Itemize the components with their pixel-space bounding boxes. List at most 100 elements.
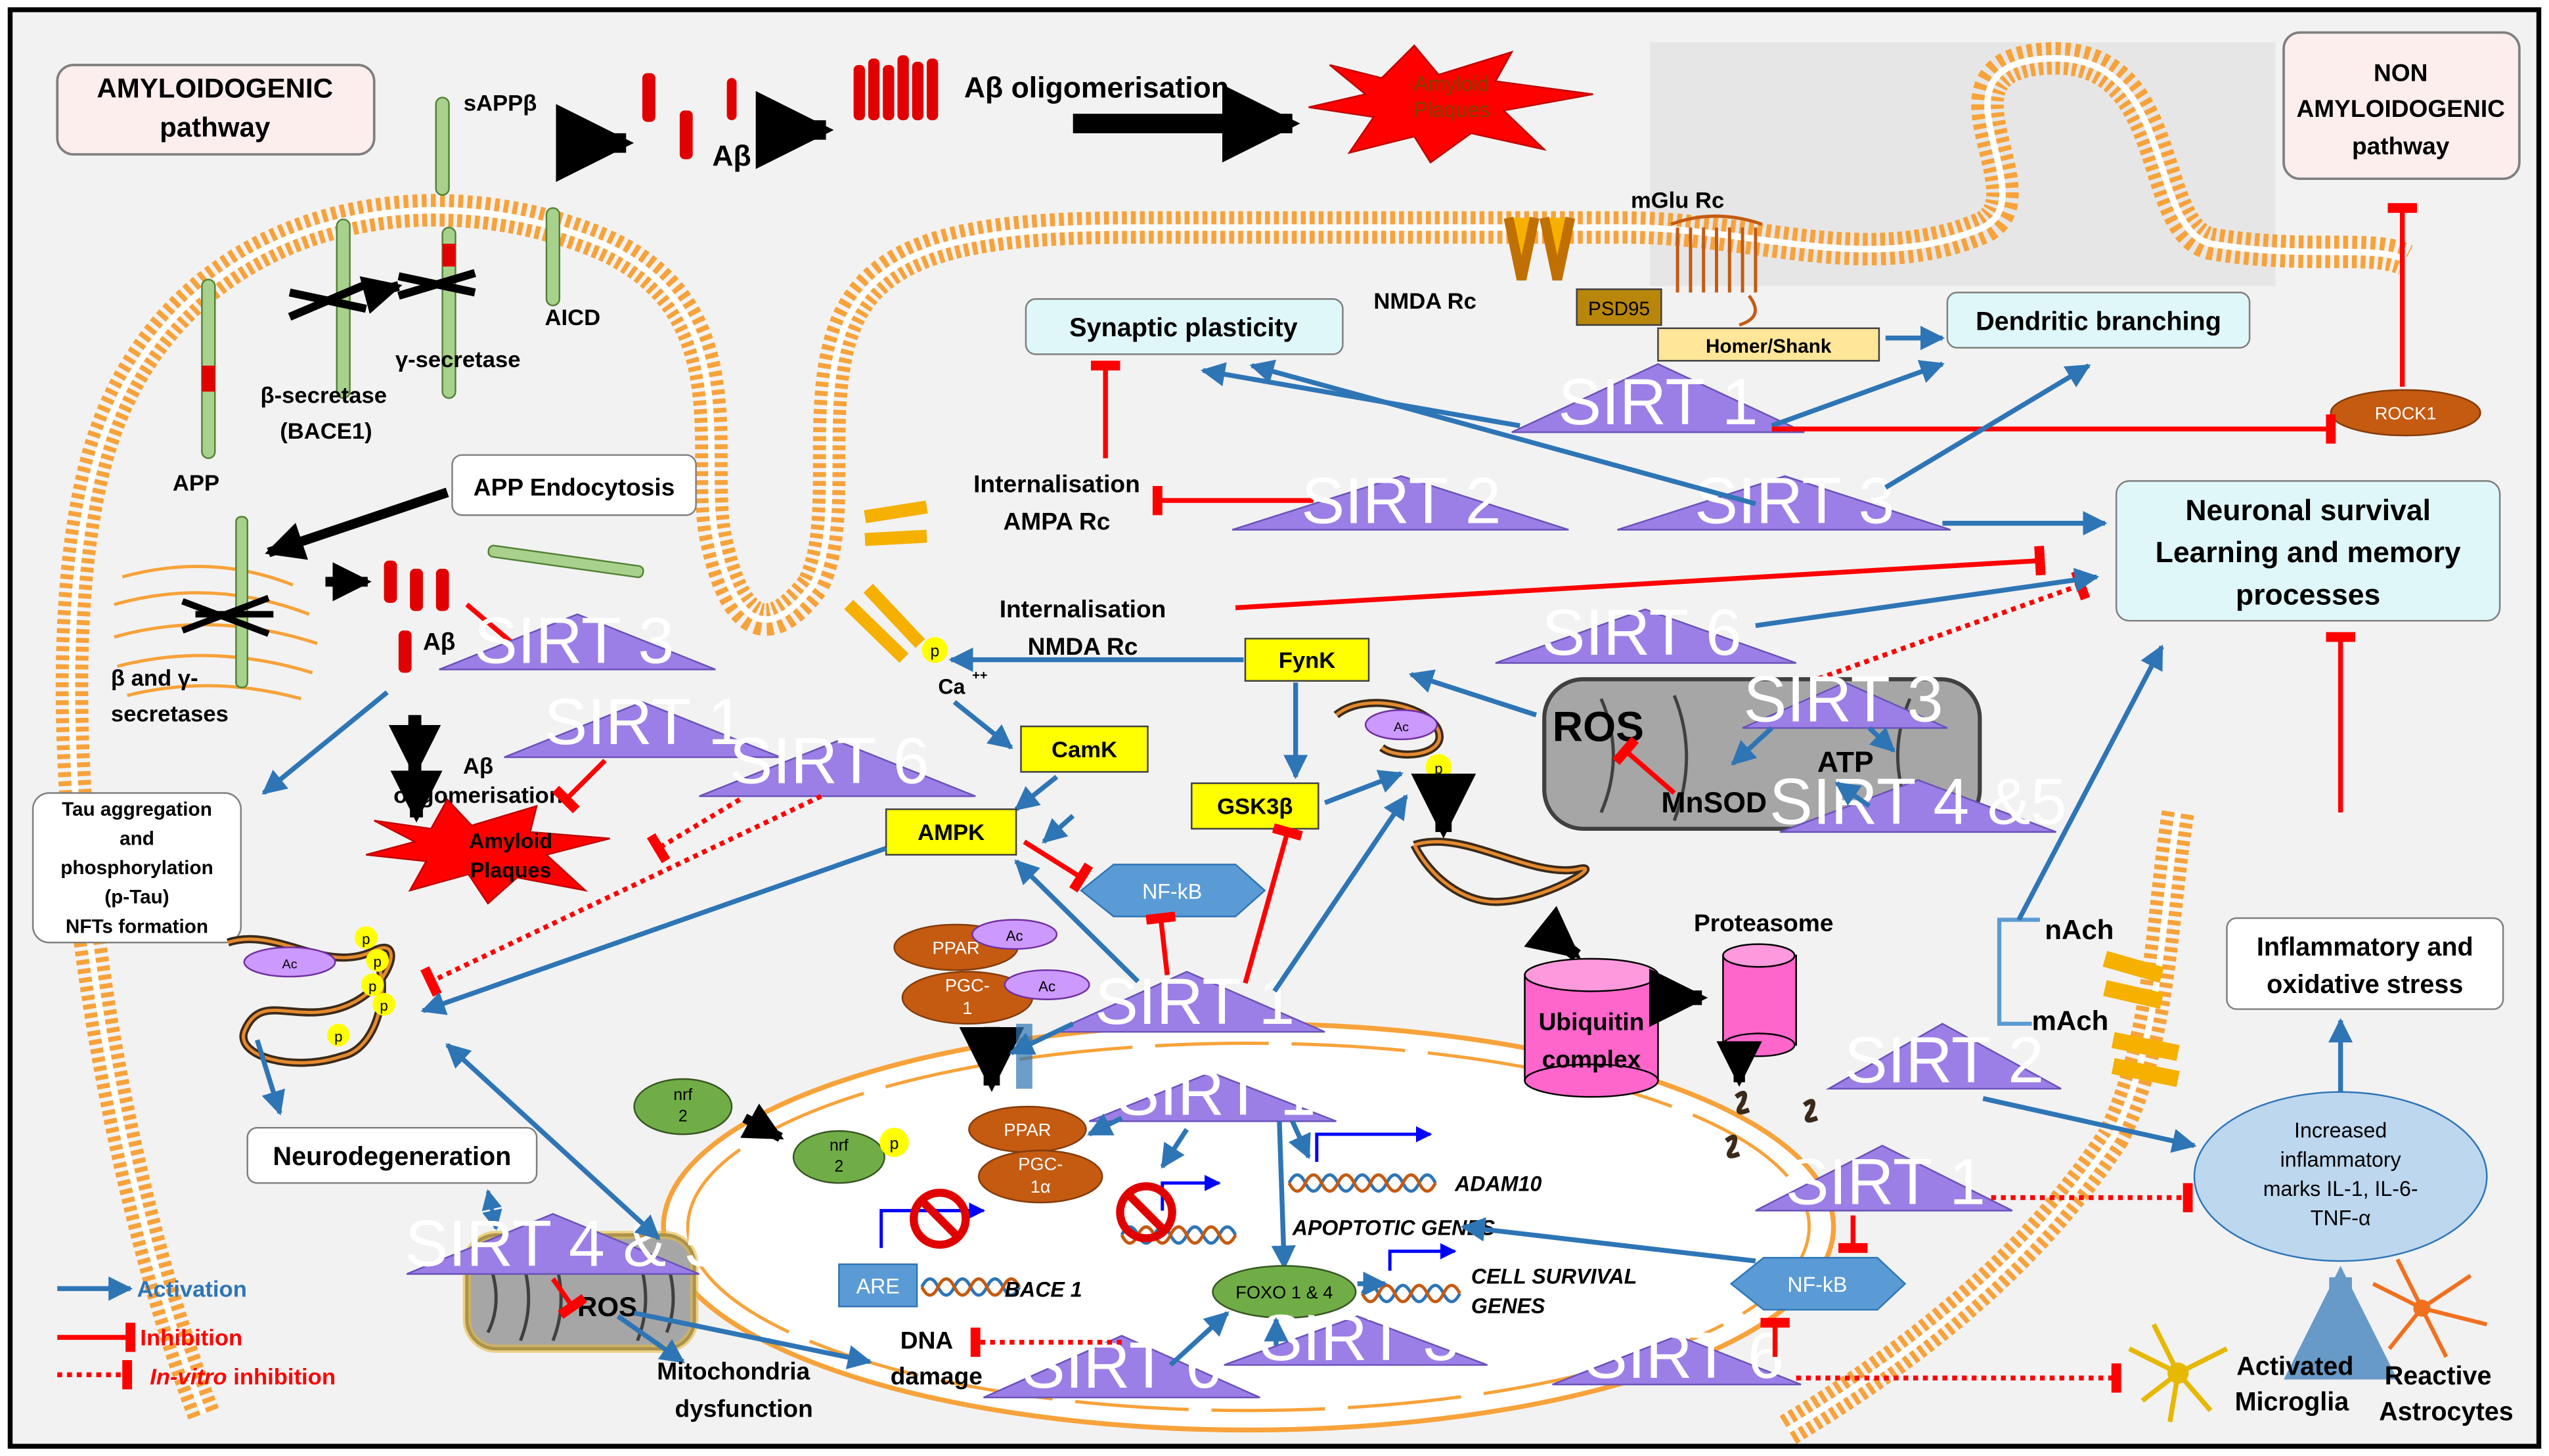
sirt6-plaques: SIRT 6 — [699, 724, 976, 797]
sirt45-label: SIRT 4 &5 — [1769, 764, 2067, 837]
are-box: ARE — [838, 1263, 918, 1308]
pgc1-cyto-line-2: 1 — [962, 998, 972, 1018]
homer-shank-box: Homer/Shank — [1657, 327, 1880, 362]
ampk-box: AMPK — [885, 808, 1017, 856]
legend-inhibition-label: Inhibition — [140, 1326, 242, 1351]
nrf2-cyto-line-1: nrf — [673, 1086, 692, 1104]
endosome-golgi-icon — [114, 565, 318, 701]
pgc1a-nuc-line-1: PGC- — [1018, 1154, 1063, 1174]
nfkb-middle: NF-kB — [1080, 864, 1266, 917]
plaques-inner-line-2: Plaques — [470, 858, 551, 882]
nfkb-middle-label: NF-kB — [1142, 879, 1202, 903]
nucleus — [661, 1021, 1836, 1433]
legend: Activation Inhibition In-vitro inhibitio… — [57, 1276, 336, 1390]
ppar-ac-label: Ac — [1006, 928, 1023, 944]
tau-line-4: (p-Tau) — [104, 887, 169, 908]
nrf2-p-label: p — [890, 1135, 899, 1153]
ppar-nuc-label: PPAR — [1004, 1120, 1051, 1140]
pgc1a-nuc-line-2: 1α — [1031, 1176, 1051, 1197]
aicd-label: AICD — [545, 305, 601, 330]
psd95-box: PSD95 — [1576, 288, 1662, 326]
int-ampa-line-2: AMPA Rc — [1003, 508, 1110, 535]
microglia-icon — [2128, 1323, 2228, 1423]
plaques-inner-line-1: Amyloid — [469, 829, 552, 853]
sirt1-plaques: SIRT 1 — [504, 685, 781, 759]
gsk3b-box: GSK3β — [1191, 782, 1319, 830]
nfkb-right: NF-kB — [1729, 1256, 1907, 1311]
tau-deg-ac-label: Ac — [1394, 720, 1409, 734]
sirt6-top-label: SIRT 6 — [1541, 596, 1741, 669]
sirt3-abeta: SIRT 3 — [439, 604, 716, 677]
nrf2-nuc-line-2: 2 — [834, 1158, 843, 1176]
nrf2-nuc-line-1: nrf — [830, 1137, 849, 1155]
sirt1-right-label: SIRT 1 — [1786, 1145, 1985, 1218]
sirt1-central: SIRT 1 — [1053, 965, 1325, 1038]
legend-invitro-text: In-vitro inhibition — [150, 1365, 336, 1390]
plaques-top-line-1: Amyloid — [1414, 72, 1489, 96]
app-membrane-proteins: β-secretase (BACE1) γ-secretase AICD APP — [173, 207, 601, 496]
neuronal-survival-box: Neuronal survival Learning and memory pr… — [2115, 480, 2501, 622]
app-label: APP — [173, 471, 219, 496]
microglia-line-1: Activated — [2236, 1352, 2353, 1380]
atp-label: ATP — [1817, 746, 1874, 778]
no-sign-icon-2 — [1116, 1182, 1176, 1243]
ach-receptors-icon — [2102, 950, 2180, 1088]
foxo-label: FOXO 1 & 4 — [1235, 1282, 1333, 1302]
microglia-line-2: Microglia — [2235, 1388, 2350, 1417]
inflam-marks-line-1: Increased — [2294, 1118, 2387, 1142]
tau-line-1: Tau aggregation — [62, 799, 212, 820]
mito-dysfunction-line-2: dysfunction — [675, 1395, 812, 1423]
psd95-label: PSD95 — [1588, 298, 1650, 320]
dendritic-branching-box: Dendritic branching — [1946, 292, 2251, 349]
beta-secretase-line-1: β-secretase — [261, 384, 387, 408]
tau-tangle-icon: Ac p p p p p — [227, 926, 395, 1067]
sirt1-nucleus: SIRT 1 — [1088, 1055, 1337, 1128]
ppar-pgc1a-nucleus: PPAR PGC- 1α — [968, 1105, 1103, 1204]
sirt3-mito: SIRT 3 — [1742, 663, 1948, 736]
plaques-top-line-2: Plaques — [1413, 98, 1490, 121]
proteasome-label: Proteasome — [1694, 909, 1833, 937]
dna-damage-line-2: damage — [891, 1362, 983, 1390]
beta-secretase-line-2: (BACE1) — [280, 419, 372, 444]
nrf2-cyto-line-2: 2 — [678, 1107, 688, 1125]
sirt6-plaques-label: SIRT 6 — [729, 724, 929, 797]
amyloidogenic-title-line-2: pathway — [160, 112, 271, 143]
adam10-gene-label: ADAM10 — [1454, 1172, 1541, 1196]
mglu-receptor-icon — [1670, 214, 1763, 327]
non-amyloidogenic-line-3: pathway — [2352, 132, 2450, 160]
ubiquitin-line-1: Ubiquitin — [1539, 1008, 1645, 1036]
pgc1-cyto-line-1: PGC- — [945, 975, 990, 995]
camk-label: CamK — [1052, 738, 1117, 762]
sirt2-right: SIRT 2 — [1825, 1023, 2062, 1096]
nrf2-cytoplasm: nrf 2 — [633, 1078, 733, 1136]
bg-secretases-line-2: secretases — [111, 702, 229, 727]
tau-line-5: NFTs formation — [66, 916, 208, 937]
nmda-p-label: p — [930, 643, 939, 661]
cell-survival-line-2: GENES — [1471, 1294, 1545, 1317]
inflammatory-line-2: oxidative stress — [2267, 970, 2463, 999]
ampa-receptor-icon — [844, 500, 928, 663]
tau-aggregation-box: Tau aggregation and phosphorylation (p-T… — [32, 792, 242, 944]
ubiquitin-line-2: complex — [1542, 1046, 1641, 1073]
sirt4-5-mito-right: SIRT 4 &5 — [1769, 764, 2067, 837]
mito-dysfunction-line-1: Mitochondria — [657, 1357, 810, 1385]
inflam-marks-line-3: marks IL-1, IL-6- — [2263, 1177, 2418, 1201]
ab-oligomerisation-label: Aβ oligomerisation — [964, 72, 1229, 104]
app-endocytosis-label: APP Endocytosis — [474, 474, 675, 501]
sirt6-bottom-label: SIRT 6 — [1022, 1329, 1222, 1401]
nfkb-right-label: NF-kB — [1787, 1273, 1847, 1296]
non-amyloidogenic-line-2: AMYLOIDOGENIC — [2296, 95, 2504, 122]
tau-p-2: p — [373, 954, 381, 970]
sirt1-top-label: SIRT 1 — [1558, 365, 1758, 438]
tau-p-5: p — [334, 1028, 342, 1045]
ros-mito-right-label: ROS — [1553, 703, 1644, 750]
ros-mito-left-label: ROS — [577, 1291, 637, 1322]
sirt1-central-label: SIRT 1 — [1095, 965, 1295, 1038]
dna-damage-line-1: DNA — [900, 1327, 953, 1354]
sirt6-right-label: SIRT 6 — [1584, 1319, 1784, 1392]
degraded-fragments-icon — [1725, 1090, 1819, 1158]
astrocytes-line-2: Astrocytes — [2379, 1398, 2514, 1426]
tau-p-3: p — [368, 978, 376, 994]
